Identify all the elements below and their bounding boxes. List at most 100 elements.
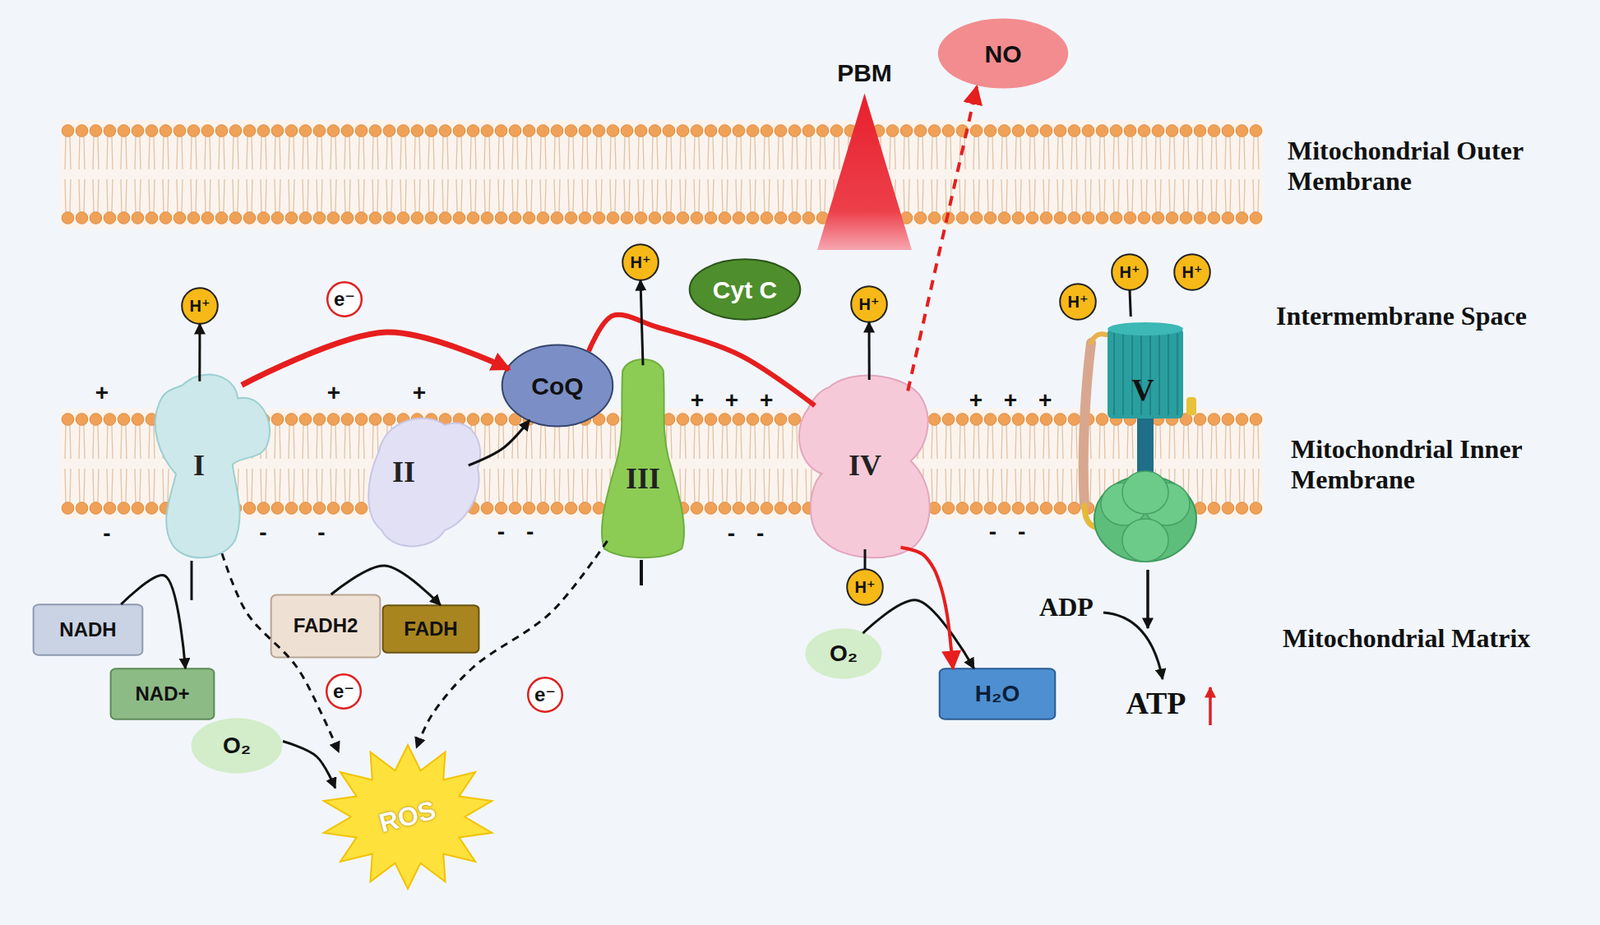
complex-iii: III (591, 359, 694, 557)
text-slot: H⁺ (855, 578, 876, 597)
label-slot: ADP (1039, 591, 1094, 623)
node-outline (1066, 316, 1210, 567)
connector (640, 280, 643, 366)
text-slot: H⁺ (1182, 263, 1203, 282)
nadh-box: NADH (32, 604, 144, 656)
node-text: O₂ (222, 733, 251, 759)
proton-circle: H⁺ (846, 568, 884, 606)
node-text: CoQ (531, 372, 583, 400)
complex-v: V (1066, 316, 1210, 567)
text-slot: e⁻ (332, 680, 355, 703)
atp-synthase-output (1146, 569, 1150, 629)
label-slot: + (95, 379, 109, 407)
text-slot: NO (984, 40, 1022, 68)
charge-sign: + + + (690, 387, 774, 414)
node-text: V (1131, 373, 1154, 408)
complex-ii: II (352, 407, 485, 552)
outer-membrane (60, 120, 1263, 229)
fadh-box: FADH (382, 605, 480, 653)
label-slot: + + + (969, 387, 1053, 414)
text-slot: III (625, 462, 661, 496)
pbm-light: PBM (817, 54, 912, 250)
node-text: H⁺ (1119, 263, 1141, 282)
text-slot: O₂ (829, 641, 858, 667)
text-slot: H⁺ (1119, 263, 1141, 282)
label-slot: - (258, 519, 267, 546)
charge-sign: + + + (969, 387, 1053, 414)
proton-circle: H⁺ (1174, 254, 1211, 291)
node-text: H₂O (975, 681, 1020, 708)
node-text: O₂ (829, 641, 858, 667)
label-slot: - (317, 519, 325, 546)
label-slot: Mitochondrial Inner Membrane (1290, 434, 1530, 495)
connector (868, 322, 871, 380)
molecule-label: ADP (1039, 591, 1094, 623)
node-outline (591, 359, 694, 557)
node-outline (143, 369, 275, 560)
text-slot: FADH2 (293, 615, 359, 637)
electron-circle: e⁻ (326, 674, 361, 709)
node-text: IV (848, 449, 882, 483)
text-slot: e⁻ (534, 684, 556, 706)
complex-iii-stem (639, 559, 643, 586)
text-slot: H⁺ (1068, 292, 1089, 311)
complex-i-stem (190, 560, 194, 601)
connector (864, 549, 867, 569)
label-slot: ATP (1125, 685, 1186, 722)
node-text: FADH (403, 618, 458, 640)
proton-circle: H⁺ (850, 286, 888, 323)
text-slot: ROS (379, 802, 436, 832)
charge-sign: - - (989, 518, 1026, 546)
region-label: Mitochondrial Outer Membrane (1287, 135, 1527, 197)
charge-sign: - (258, 519, 267, 546)
label-slot: Mitochondrial Outer Membrane (1287, 135, 1527, 197)
charge-sign: - (317, 519, 325, 546)
molecule-label: ATP (1125, 685, 1186, 722)
text-slot: H⁺ (630, 253, 652, 272)
label-slot: + + + (690, 387, 774, 414)
text-slot: H₂O (975, 681, 1020, 708)
connector (241, 332, 510, 385)
text-slot: V (1131, 373, 1154, 408)
text-slot: PBM (836, 59, 893, 87)
label-slot: Mitochondrial Matrix (1282, 623, 1531, 654)
connector (198, 323, 201, 382)
proton-circle: H⁺ (181, 287, 218, 324)
text-slot: Cyt C (712, 276, 777, 304)
connector (907, 86, 977, 391)
text-slot: CoQ (531, 372, 583, 400)
electron-circle: e⁻ (327, 282, 362, 317)
node-text: e⁻ (333, 288, 356, 310)
text-slot: II (392, 456, 416, 490)
label-slot: + (412, 379, 426, 407)
node-text: H⁺ (189, 296, 211, 315)
node-text: e⁻ (534, 684, 556, 706)
label-slot: + (327, 379, 341, 407)
region-label: Mitochondrial Matrix (1282, 623, 1531, 654)
text-slot: H⁺ (859, 295, 880, 314)
charge-sign: + (327, 379, 341, 407)
fadh2-box: FADH2 (270, 594, 381, 658)
text-slot: H⁺ (189, 296, 211, 315)
connector (1129, 290, 1131, 317)
node-text: III (625, 462, 661, 496)
text-slot: I (193, 449, 205, 483)
label-slot: - - (497, 518, 534, 546)
text-slot: NADH (59, 619, 116, 641)
node-text: e⁻ (332, 680, 355, 703)
node-outline (352, 407, 485, 552)
ros-star: ROS (321, 744, 495, 889)
coq-ellipse: CoQ (501, 344, 614, 427)
connector (282, 741, 336, 789)
node-text: NO (984, 40, 1022, 68)
charge-sign: - (102, 520, 111, 547)
node-text: PBM (836, 59, 893, 87)
oxygen-ellipse: O₂ (804, 628, 883, 680)
label-slot: - - (727, 520, 764, 547)
charge-sign: + (412, 379, 426, 407)
region-label: Mitochondrial Inner Membrane (1290, 434, 1530, 495)
water-box: H₂O (938, 668, 1056, 720)
proton-circle: H⁺ (1059, 283, 1096, 320)
text-slot: IV (848, 449, 882, 483)
text-slot: e⁻ (333, 288, 356, 310)
